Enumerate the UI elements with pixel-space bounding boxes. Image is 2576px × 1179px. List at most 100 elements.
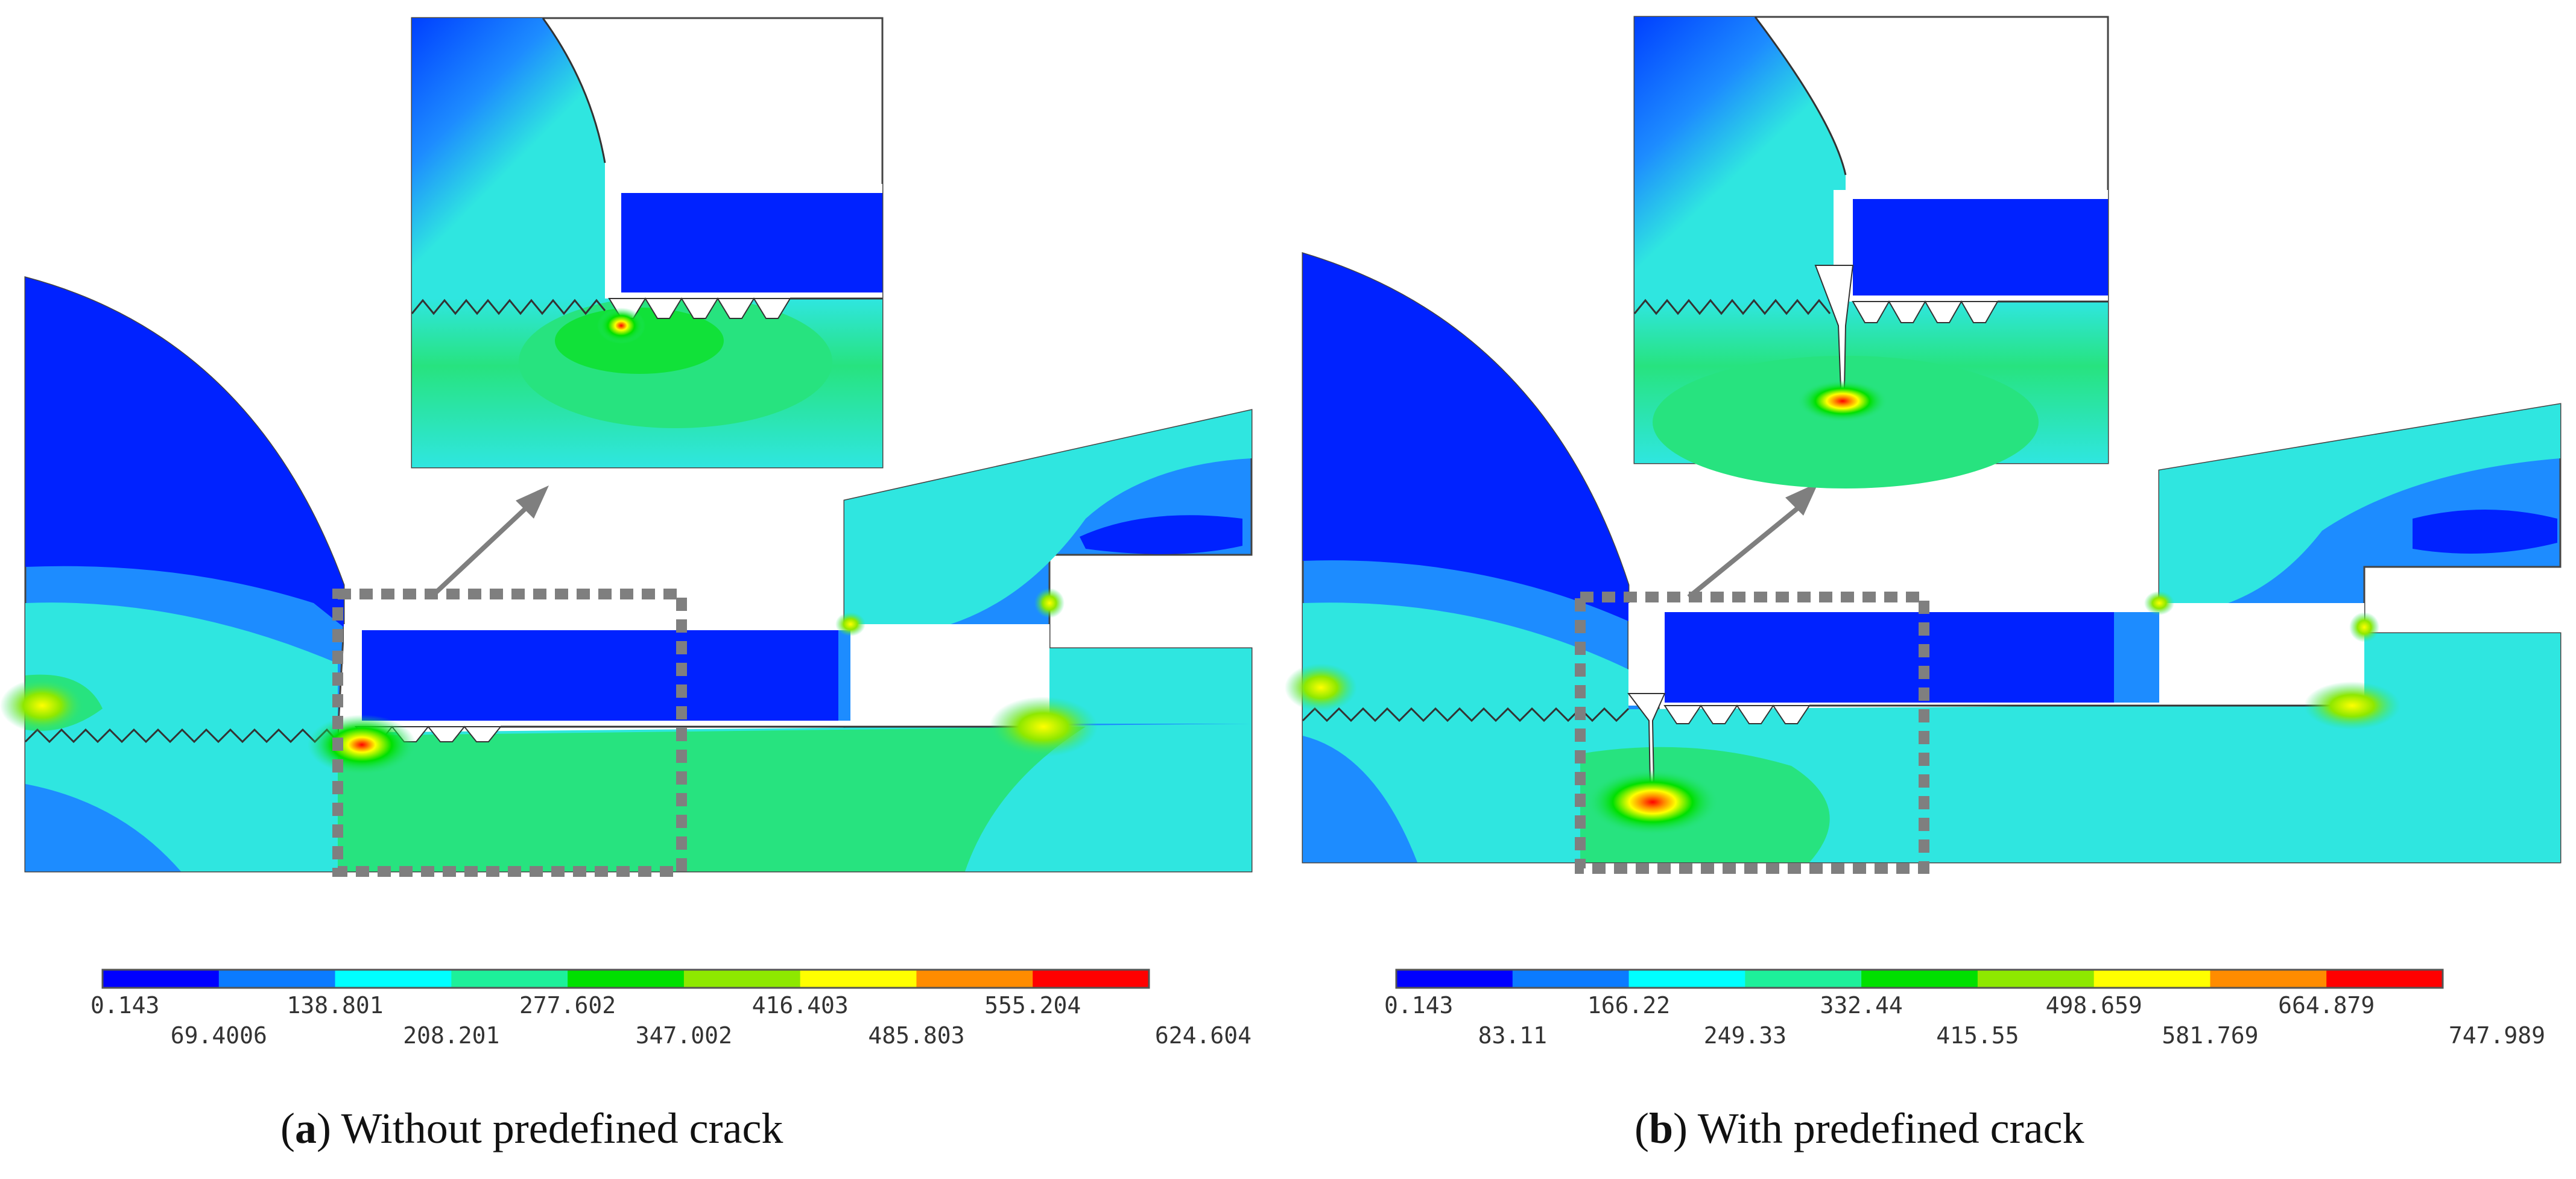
panel-a-inset-block (621, 193, 882, 292)
panel-a-hotspot-left (0, 678, 84, 733)
panel-a-zoom-box (332, 589, 687, 877)
colorbar-a-segment (103, 970, 220, 988)
colorbar-b-segment (1745, 970, 1862, 988)
panel-a-inset-thread (411, 299, 606, 315)
colorbar-a-segment (451, 970, 568, 988)
panel-a-thread-line (24, 728, 339, 744)
panel-a-zoom-arrow (432, 502, 533, 596)
panel-b-zoom-arrow (1687, 501, 1805, 599)
panel-b-hotspot-right (2304, 681, 2400, 730)
colorbar-b-tick-label: 249.33 (1704, 1022, 1786, 1049)
panel-a-inset (411, 17, 884, 469)
panel-b-inset-hotspot (1797, 380, 1888, 422)
panel-b-right-cyan (2159, 404, 2560, 615)
colorbar-a-segment (1033, 970, 1150, 988)
panel-b-blue-block (1665, 612, 2114, 703)
panel-a-right-lower-cyan (1049, 648, 1252, 724)
colorbar-b-tick-label: 83.11 (1478, 1022, 1547, 1049)
panel-a-arrow-head (516, 485, 549, 519)
colorbar-a-tick-label: 416.403 (752, 992, 849, 1019)
caption-a-text: Without predefined crack (341, 1104, 783, 1152)
panel-b-teeth (1663, 704, 1811, 724)
panel-b-right-lower-cyan (2364, 633, 2560, 706)
panel-b-hotspot-crack (1586, 769, 1719, 835)
colorbar-b-segment (2093, 970, 2210, 988)
caption-a: (a) Without predefined crack (280, 1104, 783, 1152)
panel-a-right-blue-blob (1080, 515, 1242, 554)
panel-b-arrow-head (1785, 482, 1818, 516)
colorbar-b-frame (1395, 969, 2444, 989)
colorbar-a-segment (800, 970, 917, 988)
colorbar-a-tick-label: 624.604 (1155, 1022, 1252, 1049)
colorbar-b-tick-label: 332.44 (1820, 992, 1902, 1019)
panel-a-right-cyan (844, 410, 1252, 627)
colorbar-b-segment (1396, 970, 1513, 988)
panel-a-upper-blue (25, 277, 344, 627)
panel-a-green-field (338, 727, 1086, 871)
panel-b-inset-curve (1754, 16, 1847, 175)
caption-b: (b) With predefined crack (1635, 1104, 2084, 1152)
panel-b (1285, 16, 2562, 874)
colorbar-a-tick-label: 138.801 (286, 992, 383, 1019)
colorbar-b-segment (1512, 970, 1630, 988)
panel-b-inset-block (1853, 199, 2108, 296)
panel-b-inset-upper (1635, 17, 1846, 302)
colorbar-a-tick-label: 555.204 (984, 992, 1081, 1019)
panel-a-left-patch (25, 784, 181, 871)
colorbar-b-tick-label: 581.769 (2162, 1022, 2258, 1049)
colorbar-a-tick-label: 485.803 (868, 1022, 964, 1049)
colorbar-a-segment (683, 970, 801, 988)
panel-a (0, 17, 1253, 877)
panel-a-blue-block (362, 630, 838, 721)
panel-b-cyan-band (1303, 602, 1628, 712)
colorbars: 0.143 69.4006 138.801 208.201 277.602 347.002… (90, 969, 2545, 1049)
colorbar-a-segment (568, 970, 685, 988)
colorbar-a-tick-label: 0.143 (90, 992, 159, 1019)
colorbar-b-segment (1861, 970, 1978, 988)
caption-b-text: With predefined crack (1697, 1104, 2084, 1152)
panel-b-upper-blue (1303, 253, 1628, 621)
panel-a-hotspot-root (308, 715, 416, 775)
colorbar-b-tick-label: 664.879 (2278, 992, 2375, 1019)
panel-b-hotspot-corner-mid (2349, 612, 2379, 642)
colorbar-a-segment (218, 970, 336, 988)
panel-b-hotspot-left (1285, 663, 1357, 712)
panel-a-inset-teeth (608, 297, 791, 319)
colorbar-a-frame (101, 969, 1150, 989)
panel-b-zoom-box (1575, 592, 1929, 874)
panel-b-hotspot-corner-top (2144, 591, 2174, 615)
panel-b-inset-green (1653, 356, 2039, 488)
panel-b-block-side (2114, 612, 2159, 703)
colorbar-a-tick-label: 208.201 (403, 1022, 499, 1049)
panel-b-inset-thread (1633, 299, 1831, 315)
panel-a-inset-hotspot (597, 308, 645, 344)
panel-b-thread-line (1302, 707, 1630, 722)
colorbar-a-tick-label: 277.602 (519, 992, 616, 1019)
panel-a-hotspot-right (989, 697, 1098, 757)
panel-a-inset-curve (542, 17, 606, 163)
colorbar-b-segment (2210, 970, 2327, 988)
colorbar-b-tick-label: 415.55 (1936, 1022, 2019, 1049)
panel-b-inset-teeth (1852, 300, 1999, 323)
panel-a-inset-upper (412, 18, 605, 299)
colorbar-b-tick-label: 747.989 (2449, 1022, 2545, 1049)
panel-b-inset (1633, 16, 2109, 488)
colorbar-a-segment (916, 970, 1033, 988)
colorbar-a-segment (335, 970, 452, 988)
panel-a-cyan-band (25, 602, 338, 736)
colorbar-b-tick-label: 498.659 (2046, 992, 2142, 1019)
colorbar-b-segment (2326, 970, 2443, 988)
panel-b-left-patch (1303, 736, 1417, 862)
colorbar-b-segment (1977, 970, 2095, 988)
panel-a-hotspot-corner-top (835, 612, 866, 636)
panel-b-right-blue-blob (2413, 510, 2557, 554)
colorbar-b-segment (1628, 970, 1745, 988)
colorbar-b-tick-label: 0.143 (1384, 992, 1453, 1019)
panel-a-block-right-area (838, 630, 850, 721)
caption-b-letter: b (1648, 1104, 1674, 1152)
colorbar-a-tick-label: 69.4006 (171, 1022, 267, 1049)
caption-a-letter: a (294, 1104, 317, 1152)
colorbar-a-tick-label: 347.002 (636, 1022, 732, 1049)
